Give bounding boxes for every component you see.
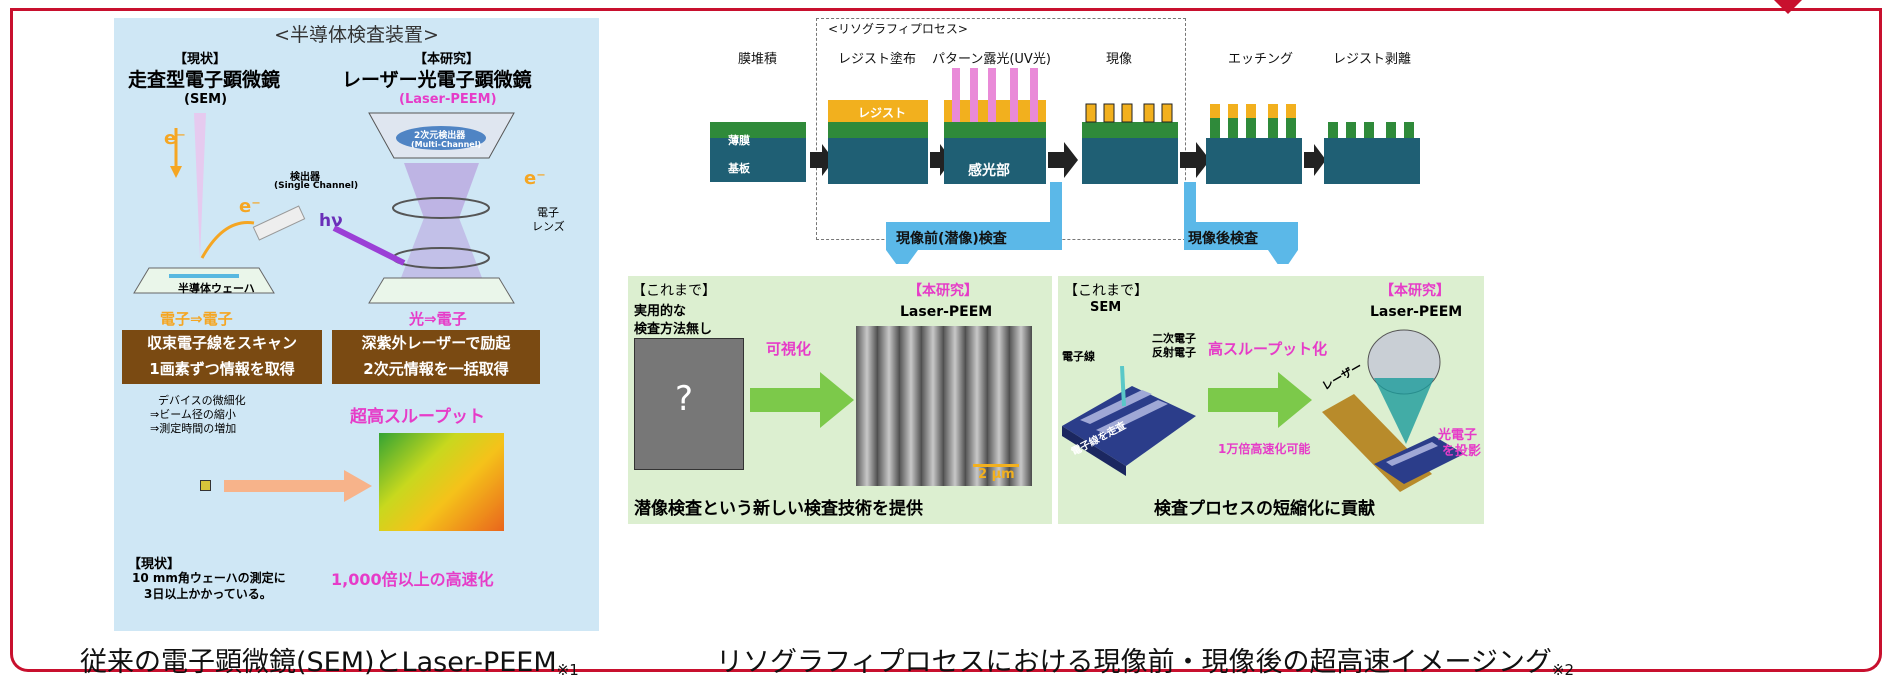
speedup-label: 1,000倍以上の高速化 (331, 570, 494, 589)
stage-resist-strip: レジスト剥離 (1333, 52, 1412, 67)
lithography-stages-diagram (710, 68, 1420, 264)
research-tag: 【本研究】 (414, 52, 480, 67)
speedup-arrow (224, 470, 372, 502)
left-caption-note: ※1 (556, 661, 579, 679)
current-name: 走査型電子顕微鏡 (128, 69, 281, 91)
peem-latent-image (856, 326, 1032, 486)
lens-label-1: 電子 (537, 206, 559, 219)
pre-inspection-label: 現像前(潜像)検査 (896, 231, 1007, 247)
lens-label-2: レンズ (532, 220, 565, 233)
secondary-label-2: 反射電子 (1152, 346, 1196, 359)
sem-scan-sample (1062, 366, 1196, 476)
throughput-label: 超高スループット (350, 407, 485, 427)
issue-line-1: デバイスの微細化 (158, 394, 246, 407)
panel-b-method: Laser-PEEM (1370, 304, 1463, 320)
photoelectron-label-2: を投影 (1442, 444, 1482, 459)
panel-a-before-1: 実用的な (634, 304, 687, 319)
secondary-label-1: 二次電子 (1152, 332, 1196, 345)
status-line-1: 10 mm角ウェーハの測定に (132, 571, 286, 585)
detector-single-label: 検出器 (290, 172, 320, 183)
substrate-layer-label: 基板 (728, 162, 750, 175)
sem-mode: 電子⇒電子 (160, 310, 233, 328)
panel-a-tag-research: 【本研究】 (908, 283, 978, 299)
sem-description: 収束電子線をスキャン 1画素ずつ情報を取得 (122, 330, 322, 384)
research-name: レーザー光電子顕微鏡 (342, 69, 532, 91)
photosensitive-label: 感光部 (968, 163, 1010, 179)
peem-desc-line-1: 深紫外レーザーで励起 (361, 334, 511, 352)
peem-desc-line-2: 2次元情報を一括取得 (363, 360, 509, 378)
frame-pointer (1774, 0, 1802, 14)
post-inspection-label: 現像後検査 (1188, 231, 1258, 247)
panel-a-before-2: 検査方法無し (634, 322, 713, 337)
frame-top-border (10, 8, 1882, 11)
detector-single-sub: (Single Channel) (274, 181, 359, 191)
wafer-label: 半導体ウェーハ (178, 282, 255, 295)
throughput-arrow (1208, 372, 1312, 428)
status-line-2: 3日以上かかっている。 (144, 587, 272, 601)
question-mark: ? (675, 379, 694, 419)
stage-resist-coat: レジスト塗布 (838, 52, 917, 67)
throughput-heatmap (379, 433, 504, 531)
panel-b-tag-research: 【本研究】 (1380, 283, 1450, 299)
left-caption-text: 従来の電子顕微鏡(SEM)とLaser-PEEM (80, 647, 557, 678)
visualize-label: 可視化 (766, 340, 812, 358)
panel-b-summary: 検査プロセスの短縮化に貢献 (1154, 499, 1375, 519)
peem-description: 深紫外レーザーで励起 2次元情報を一括取得 (332, 330, 540, 384)
resist-layer-label: レジスト (858, 106, 907, 120)
left-caption: 従来の電子顕微鏡(SEM)とLaser-PEEM※1 (80, 640, 579, 679)
outer-frame (10, 8, 1882, 672)
hv-symbol: hν (319, 211, 343, 231)
figure-title: <半導体検査装置> (274, 24, 439, 46)
sem-desc-line-1: 収束電子線をスキャン (146, 334, 297, 352)
film-layer-label: 薄膜 (728, 134, 750, 147)
panel-b-method-before: SEM (1090, 300, 1122, 315)
panel-a-summary: 潜像検査という新しい検査技術を提供 (634, 499, 923, 519)
lithography-figure: <リソグラフィプロセス> 膜堆積 レジスト塗布 パターン露光(UV光) 現像 エ… (628, 14, 1860, 628)
right-caption-text: リソグラフィプロセスにおける現像前・現像後の超高速イメージング (716, 647, 1552, 678)
stage-develop: 現像 (1106, 52, 1133, 67)
stage-exposure: パターン露光(UV光) (932, 52, 1051, 67)
electron-symbol-scatter: e⁻ (239, 196, 261, 217)
electron-symbol-sem: e⁻ (164, 128, 186, 149)
issue-line-3: ⇒測定時間の増加 (150, 422, 237, 435)
speedup-10k-label: 1万倍高速化可能 (1218, 442, 1311, 456)
electron-symbol-peem: e⁻ (524, 168, 546, 189)
research-abbr: (Laser-PEEM) (399, 92, 497, 107)
peem-projection-illustration (1322, 329, 1464, 492)
detector-multi-label: 2次元検出器 (414, 131, 466, 141)
scale-bar (973, 464, 1019, 467)
litho-label: <リソグラフィプロセス> (828, 22, 968, 36)
electron-beam-label: 電子線 (1062, 350, 1095, 363)
throughput-action-label: 高スループット化 (1208, 340, 1328, 358)
sem-desc-line-2: 1画素ずつ情報を取得 (149, 360, 295, 378)
peem-mode: 光⇒電子 (409, 310, 467, 328)
panel-a-method: Laser-PEEM (900, 304, 993, 320)
right-caption: リソグラフィプロセスにおける現像前・現像後の超高速イメージング※2 (716, 640, 1574, 679)
panel-b-tag-before: 【これまで】 (1064, 283, 1148, 299)
detector-multi-sub: (Multi-Channel) (411, 140, 482, 149)
visualize-arrow (750, 372, 854, 428)
current-abbr: (SEM) (184, 92, 228, 107)
latent-image-panel: 【これまで】 実用的な 検査方法無し ? 可視化 【本研究】 Laser-PEE… (628, 276, 1052, 524)
sem-peem-schematic (133, 112, 515, 304)
panel-a-tag-before: 【これまで】 (632, 283, 716, 299)
stage-etching: エッチング (1228, 52, 1294, 67)
single-pixel-marker (200, 480, 211, 491)
status-tag: 【現状】 (128, 557, 181, 572)
photoelectron-label-1: 光電子 (1438, 428, 1478, 443)
right-caption-note: ※2 (1551, 661, 1575, 679)
scale-label: 2 μm (978, 467, 1015, 482)
no-image-placeholder: ? (634, 338, 744, 470)
sem-vs-peem-figure: <半導体検査装置> 【現状】 走査型電子顕微鏡 (SEM) 【本研究】 レーザー… (114, 18, 599, 631)
post-develop-panel: 【これまで】 SEM 電子線 二次電子 反射電子 電子線を走査 高スループット化… (1058, 276, 1484, 524)
issue-line-2: ⇒ビーム径の縮小 (150, 408, 236, 421)
stage-deposition: 膜堆積 (738, 52, 778, 67)
current-tag: 【現状】 (174, 52, 227, 67)
